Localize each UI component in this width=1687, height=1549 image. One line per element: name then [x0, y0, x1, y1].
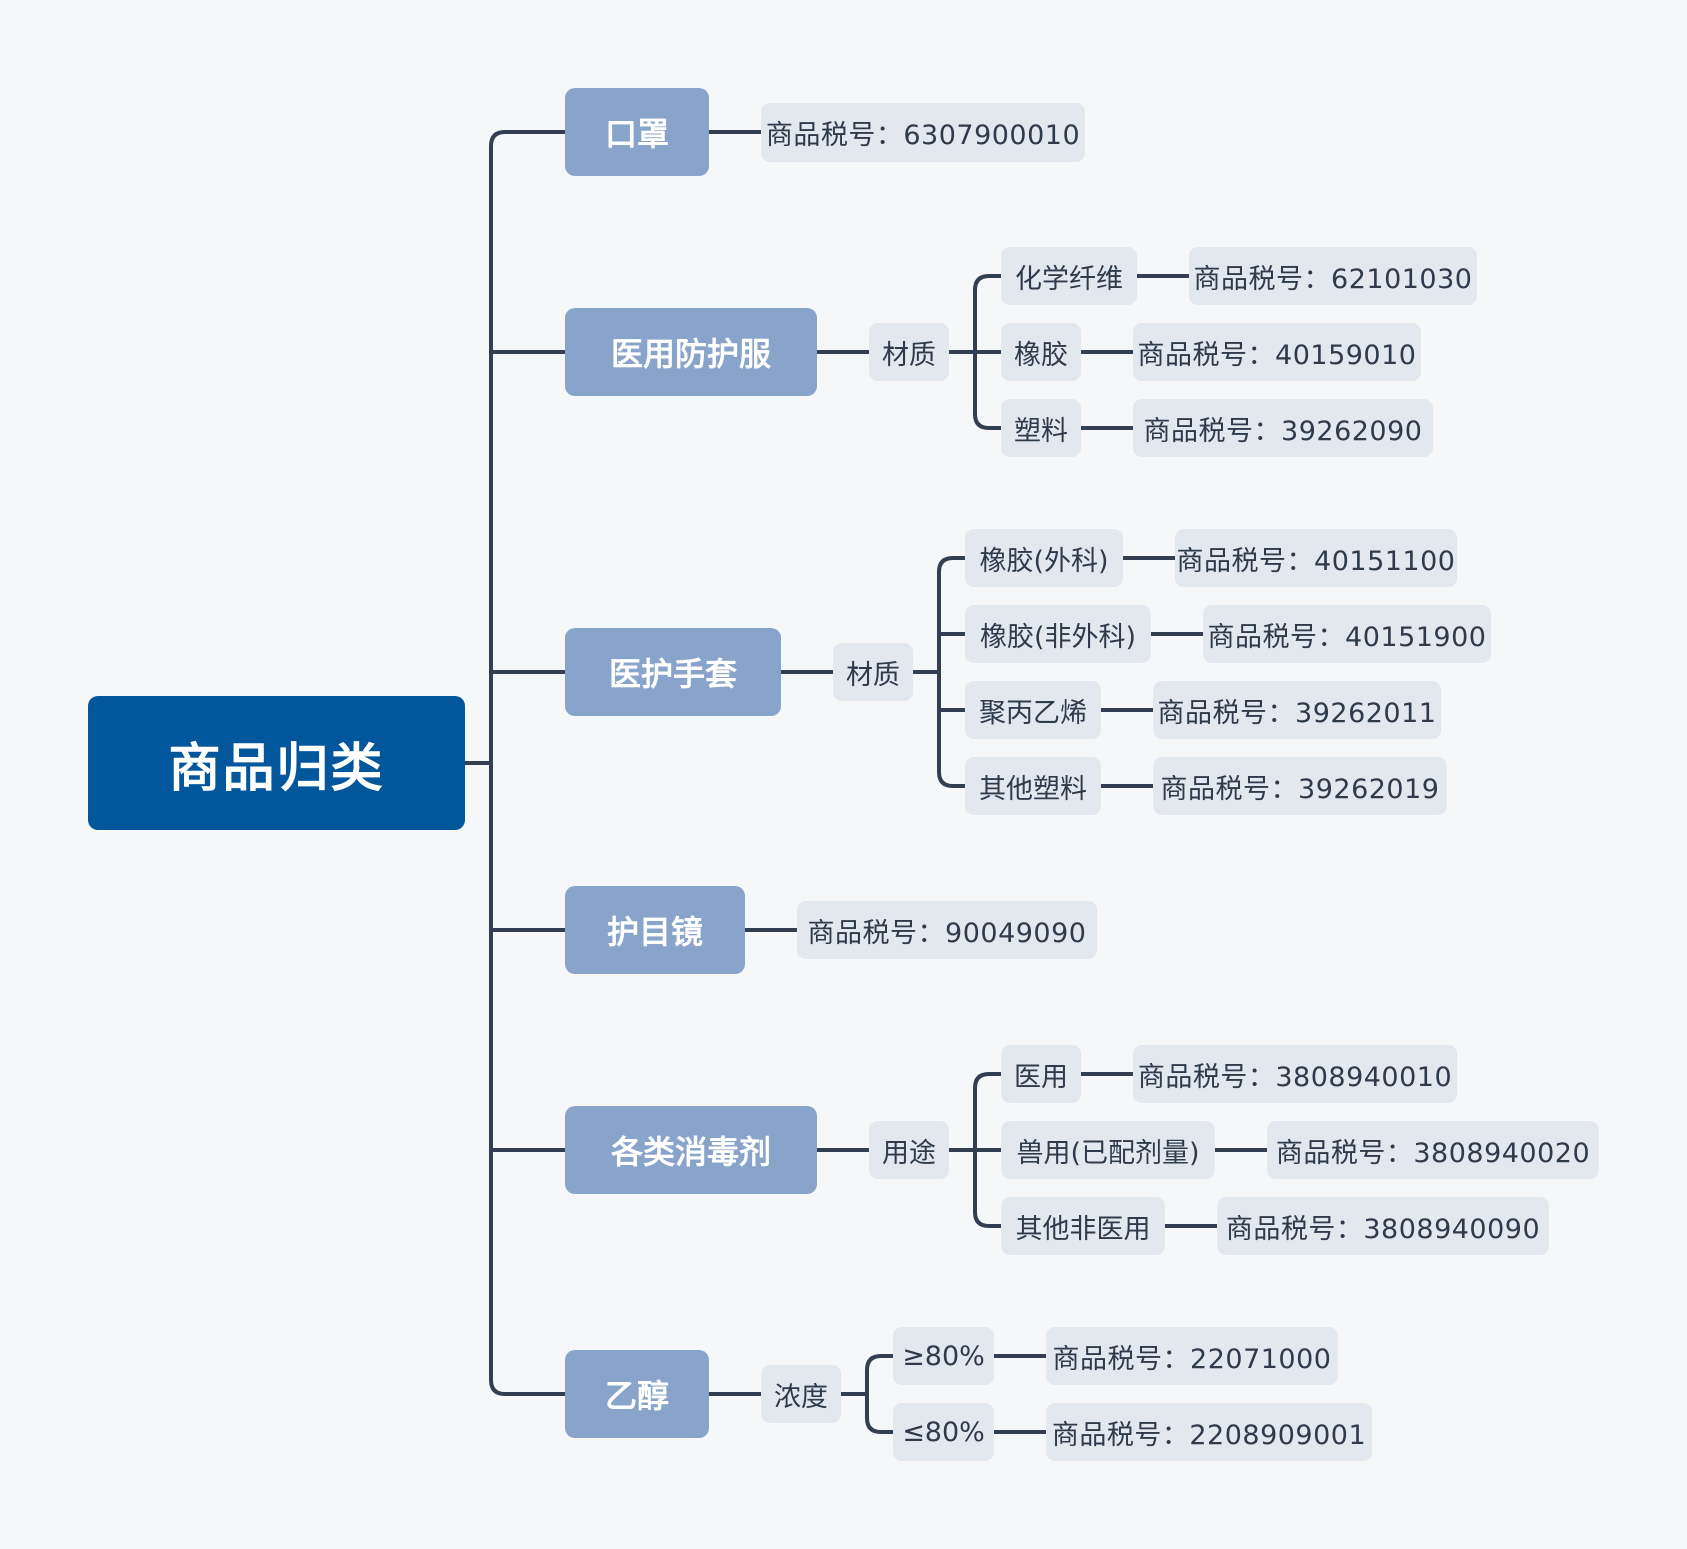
code-goggles[interactable]: 商品税号：90049090	[797, 901, 1097, 959]
suit-item-rubber[interactable]: 橡胶	[1001, 323, 1081, 381]
category-goggles[interactable]: 护目镜	[565, 886, 745, 974]
ethanol-items-link-branch-1	[865, 1392, 895, 1434]
disinfectant-code-medical[interactable]: 商品税号：3808940010	[1133, 1045, 1457, 1103]
root-link-branch-5	[489, 761, 567, 1396]
gloves-code-other-plastic[interactable]: 商品税号：39262019	[1153, 757, 1447, 815]
disinfectant-item-medical[interactable]: 医用	[1001, 1045, 1081, 1103]
ethanol-item-high[interactable]: ≥80%	[893, 1327, 994, 1385]
gloves-item-rubber-nonsurgical[interactable]: 橡胶(非外科)	[965, 605, 1151, 663]
disinfectant-item-veterinary[interactable]: 兽用(已配剂量)	[1001, 1121, 1215, 1179]
root-link-branch-0	[489, 130, 567, 765]
gloves-code-rubber-surgical[interactable]: 商品税号：40151100	[1175, 529, 1457, 587]
suit-items-link-branch-2	[973, 350, 1003, 430]
category-protective-suit[interactable]: 医用防护服	[565, 308, 817, 396]
gloves-item-polypropylene[interactable]: 聚丙乙烯	[965, 681, 1101, 739]
suit-item-plastic[interactable]: 塑料	[1001, 399, 1081, 457]
category-disinfectant[interactable]: 各类消毒剂	[565, 1106, 817, 1194]
root-node[interactable]: 商品归类	[88, 696, 465, 830]
ethanol-code-low[interactable]: 商品税号：2208909001	[1046, 1403, 1372, 1461]
suit-item-chemical-fiber[interactable]: 化学纤维	[1001, 247, 1137, 305]
category-mask[interactable]: 口罩	[565, 88, 709, 176]
ethanol-code-high[interactable]: 商品税号：22071000	[1046, 1327, 1338, 1385]
gloves-items-link-branch-3	[937, 670, 967, 788]
attr-ethanol-concentration[interactable]: 浓度	[761, 1365, 841, 1423]
disinfectant-items-link-branch-0	[973, 1072, 1003, 1152]
attr-disinfectant-usage[interactable]: 用途	[869, 1121, 949, 1179]
category-ethanol[interactable]: 乙醇	[565, 1350, 709, 1438]
disinfectant-code-veterinary[interactable]: 商品税号：3808940020	[1267, 1121, 1599, 1179]
suit-code-chemical-fiber[interactable]: 商品税号：62101030	[1189, 247, 1477, 305]
disinfectant-items-link-branch-2	[973, 1148, 1003, 1228]
gloves-code-rubber-nonsurgical[interactable]: 商品税号：40151900	[1203, 605, 1491, 663]
disinfectant-code-non-medical[interactable]: 商品税号：3808940090	[1217, 1197, 1549, 1255]
code-mask[interactable]: 商品税号：6307900010	[761, 103, 1085, 162]
category-gloves[interactable]: 医护手套	[565, 628, 781, 716]
attr-gloves-material[interactable]: 材质	[833, 643, 913, 701]
ethanol-items-link-branch-0	[865, 1354, 895, 1396]
gloves-item-other-plastic[interactable]: 其他塑料	[965, 757, 1101, 815]
disinfectant-item-non-medical[interactable]: 其他非医用	[1001, 1197, 1165, 1255]
attr-suit-material[interactable]: 材质	[869, 323, 949, 381]
suit-code-rubber[interactable]: 商品税号：40159010	[1133, 323, 1421, 381]
gloves-items-link-branch-0	[937, 556, 967, 674]
gloves-code-polypropylene[interactable]: 商品税号：39262011	[1153, 681, 1441, 739]
suit-items-link-branch-0	[973, 274, 1003, 354]
ethanol-item-low[interactable]: ≤80%	[893, 1403, 994, 1461]
suit-code-plastic[interactable]: 商品税号：39262090	[1133, 399, 1433, 457]
gloves-item-rubber-surgical[interactable]: 橡胶(外科)	[965, 529, 1123, 587]
